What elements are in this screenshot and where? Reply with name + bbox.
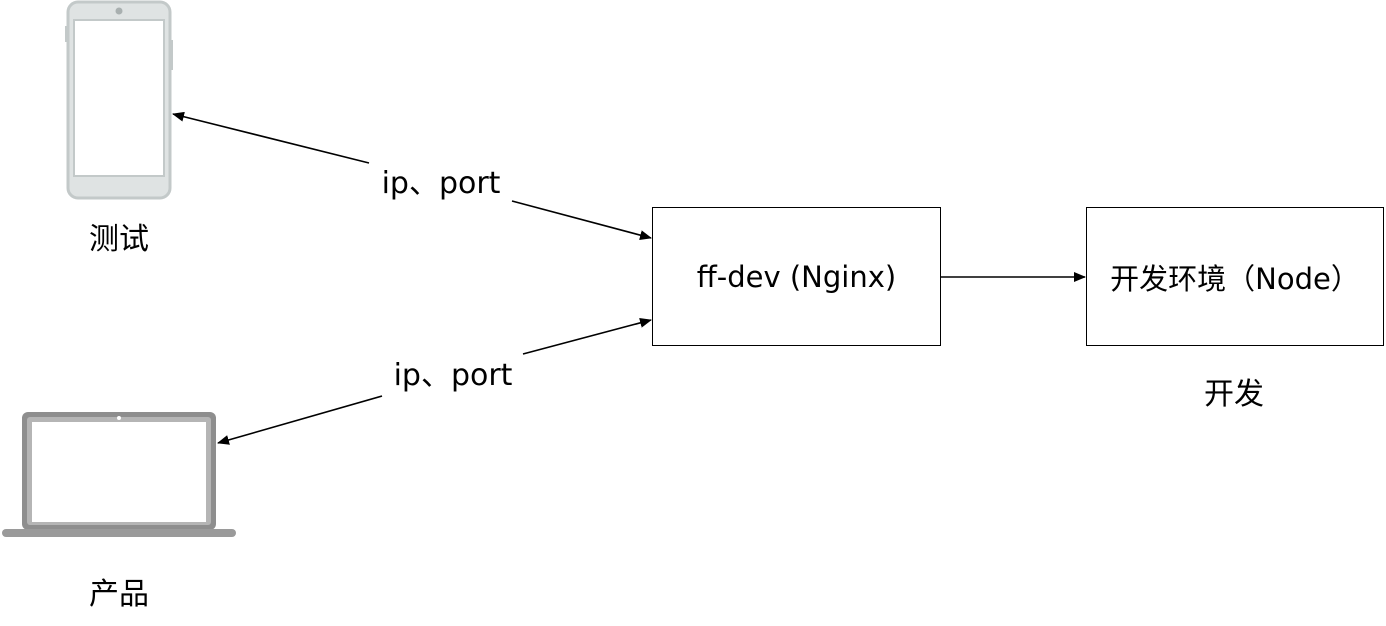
edge-label-tester: ip、port (374, 166, 508, 202)
label-tester: 测试 (84, 222, 154, 258)
label-product: 产品 (84, 577, 154, 613)
edge-product-nginx-segment-to-laptop (217, 395, 383, 445)
edge-product-nginx-segment-to-nginx (522, 317, 652, 355)
laptop-icon (2, 412, 236, 537)
edge-tester-nginx (172, 111, 652, 241)
edge-product-nginx (217, 317, 652, 445)
mobile-phone-icon (65, 0, 173, 200)
label-developer: 开发 (1199, 377, 1269, 413)
node-dev-env-label: 开发环境（Node） (1110, 261, 1360, 296)
edge-tester-nginx-segment-to-nginx (511, 200, 652, 241)
node-dev-env: 开发环境（Node） (1086, 207, 1384, 346)
node-nginx: ff-dev (Nginx) (652, 207, 941, 346)
node-nginx-label: ff-dev (Nginx) (696, 259, 897, 294)
edge-label-product: ip、port (386, 358, 520, 394)
edge-tester-nginx-segment-to-phone (172, 111, 370, 164)
